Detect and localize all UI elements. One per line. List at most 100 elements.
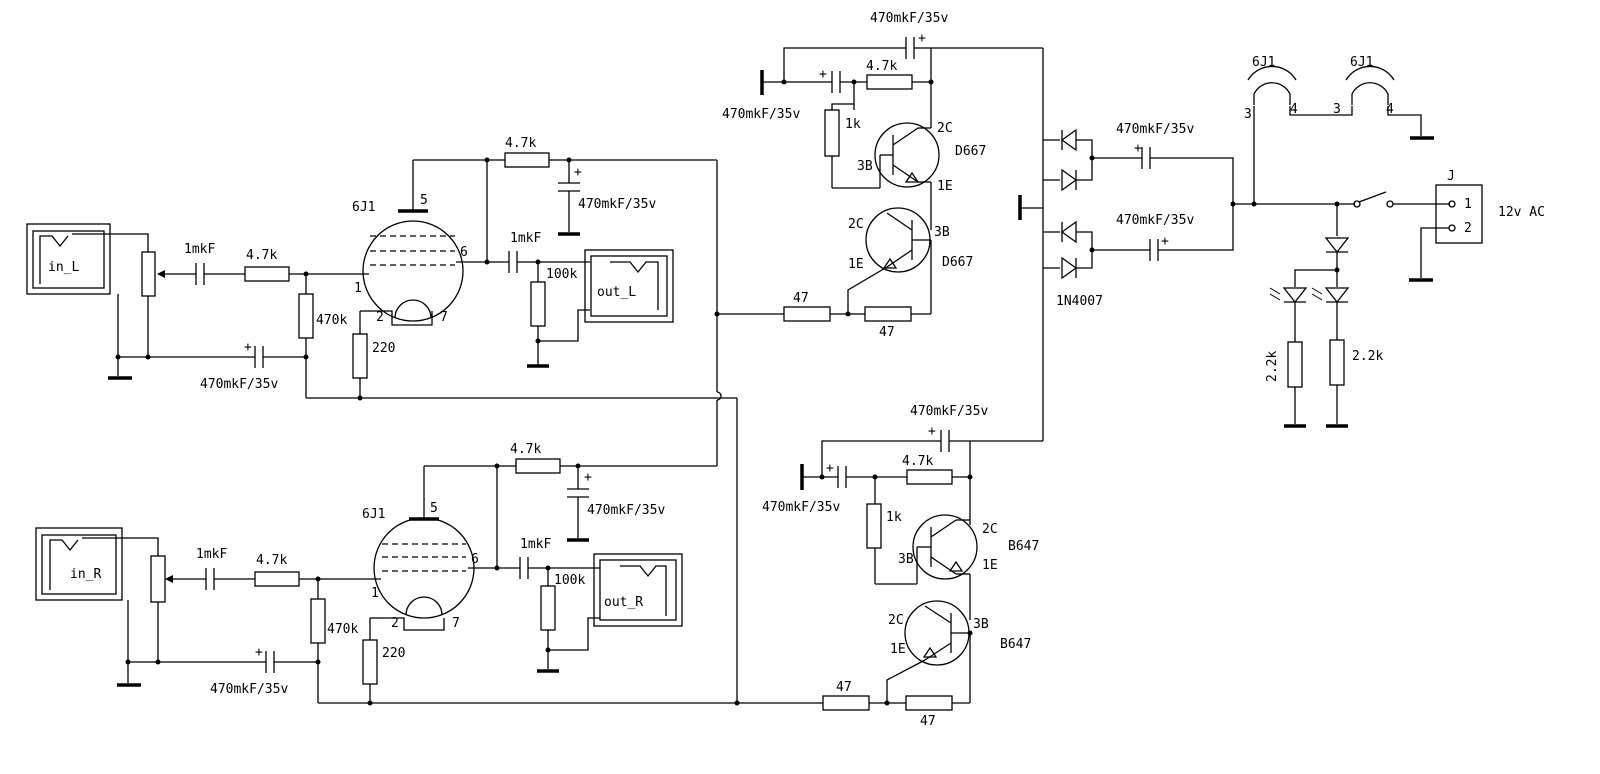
- component-label: +: [1134, 141, 1142, 156]
- component-label: J: [1447, 169, 1455, 184]
- tube-right-6j1: 6J1: [362, 507, 475, 619]
- component-label: 220: [382, 646, 405, 661]
- component-label: 470mkF/35v: [870, 11, 948, 26]
- component-label: 4.7k: [246, 248, 277, 263]
- component-label: 100k: [554, 573, 585, 588]
- power-switch: [1353, 191, 1394, 208]
- component-label: 470k: [316, 313, 347, 328]
- component-label: 2.2k: [1352, 349, 1383, 364]
- component-label: 470mkF/35v: [210, 682, 288, 697]
- component-label: 3B: [857, 159, 873, 174]
- transistor-b647-top: [912, 514, 978, 580]
- cathode-resistor-left: [352, 333, 368, 379]
- component-label: 100k: [546, 267, 577, 282]
- component-label: 1mkF: [510, 231, 541, 246]
- volume-pot-right: [150, 555, 166, 603]
- component-label: D667: [942, 255, 973, 270]
- component-label: 3: [1333, 102, 1341, 117]
- component-label: 5: [420, 193, 428, 208]
- component-label: 1: [371, 586, 379, 601]
- component-label: 6J1: [1350, 55, 1373, 70]
- led-resistor-b: [1329, 339, 1345, 386]
- component-label: 2.2k: [1265, 351, 1280, 382]
- component-label: D667: [955, 144, 986, 159]
- component-label: 1E: [937, 179, 953, 194]
- component-label: 7: [440, 310, 448, 325]
- input-jack-left: in_L: [26, 223, 111, 295]
- grid-resistor-left: [298, 293, 314, 339]
- component-label: out_R: [604, 595, 643, 610]
- component-label: in_L: [48, 260, 79, 275]
- component-label: +: [918, 31, 926, 46]
- component-label: 6J1: [1252, 55, 1275, 70]
- output-jack-left: out_L: [584, 249, 674, 323]
- resistor-47-pos-a: [783, 306, 831, 322]
- component-label: 4: [1290, 102, 1298, 117]
- component-label: 47: [920, 714, 936, 729]
- plate-resistor-right: [515, 458, 561, 474]
- component-label: 2C: [848, 217, 864, 232]
- transistor-b647-bottom: [904, 600, 970, 666]
- component-label: 6J1: [362, 507, 385, 522]
- cathode-resistor-right: [362, 639, 378, 685]
- grid-resistor-right: [310, 598, 326, 644]
- resistor-4k7-neg: [906, 469, 953, 485]
- heater-section: 6J1 6J1 3 4 3 4 J 1 2 12v AC 2.2k: [1230, 55, 1545, 428]
- component-label: 1k: [886, 510, 902, 525]
- component-label: out_L: [597, 285, 636, 300]
- component-label: 1N4007: [1056, 294, 1103, 309]
- component-label: 1: [354, 281, 362, 296]
- resistor-47-pos-b: [864, 306, 912, 322]
- volume-pot-left: [141, 251, 156, 297]
- component-label: 6: [471, 552, 479, 567]
- component-label: +: [244, 340, 252, 355]
- output-resistor-right: [540, 585, 556, 631]
- component-label: 2: [376, 310, 384, 325]
- component-label: 1k: [845, 117, 861, 132]
- output-resistor-left: [530, 281, 546, 327]
- component-label: +: [819, 67, 827, 82]
- component-label: 6J1: [352, 200, 375, 215]
- component-label: 3B: [973, 617, 989, 632]
- component-label: 470mkF/35v: [722, 107, 800, 122]
- component-label: 2C: [937, 121, 953, 136]
- component-label: in_R: [70, 567, 101, 582]
- component-label: 470k: [327, 622, 358, 637]
- component-label: 7: [452, 616, 460, 631]
- component-label: +: [255, 645, 263, 660]
- resistor-left-input: [244, 266, 290, 282]
- component-label: +: [928, 424, 936, 439]
- component-label: 1E: [848, 257, 864, 272]
- component-label: 2: [1464, 221, 1472, 236]
- plate-resistor-left: [504, 152, 550, 168]
- component-label: +: [826, 461, 834, 476]
- tube-left-6j1: 6J1: [352, 200, 464, 322]
- component-label: 220: [372, 341, 395, 356]
- left-channel: in_L 1mkF 4.7k 470k + 470mkF/35v 6J1 5 1…: [26, 136, 737, 401]
- component-label: B647: [1008, 539, 1039, 554]
- led-resistor-a: [1287, 341, 1303, 388]
- component-label: 3: [1244, 107, 1252, 122]
- component-label: 4: [1386, 102, 1394, 117]
- component-label: 4.7k: [866, 59, 897, 74]
- component-label: 47: [793, 291, 809, 306]
- connector-j: J 1 2: [1435, 169, 1483, 244]
- component-label: 1mkF: [184, 242, 215, 257]
- resistor-4k7-pos: [866, 74, 913, 90]
- component-label: 470mkF/35v: [910, 404, 988, 419]
- component-label: 470mkF/35v: [578, 197, 656, 212]
- component-label: +: [584, 470, 592, 485]
- resistor-1k-neg: [866, 503, 882, 549]
- output-jack-right: out_R: [593, 553, 683, 627]
- component-label: 4.7k: [505, 136, 536, 151]
- component-label: 1E: [890, 642, 906, 657]
- resistor-1k-pos: [824, 109, 840, 157]
- regulator-negative: + 470mkF/35v + 470mkF/35v 4.7k 1k 2C 3B …: [762, 404, 1043, 729]
- component-label: 1E: [982, 558, 998, 573]
- component-label: 1mkF: [520, 537, 551, 552]
- component-label: 2C: [982, 522, 998, 537]
- component-label: +: [1161, 234, 1169, 249]
- component-label: 5: [430, 501, 438, 516]
- component-label: 4.7k: [902, 454, 933, 469]
- component-label: 1mkF: [196, 547, 227, 562]
